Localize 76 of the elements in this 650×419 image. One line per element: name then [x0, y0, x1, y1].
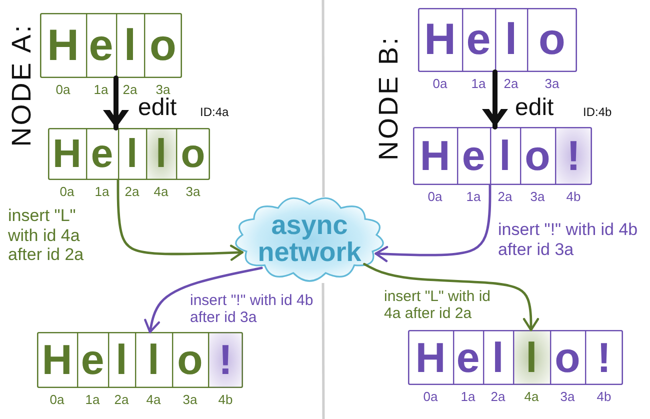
position-id: 0a: [423, 390, 438, 403]
position-id: 3a: [182, 393, 198, 406]
letter-cell: H: [48, 128, 86, 180]
letter-cell: l: [146, 128, 176, 180]
curved-arrow: [144, 266, 263, 334]
position-id: 0a: [428, 190, 442, 203]
letter-cell: e: [86, 13, 116, 78]
letter-array-box: [40, 13, 182, 78]
letter-cell: e: [457, 127, 490, 185]
letter-cell: H: [37, 332, 77, 388]
letter-cell: !: [208, 332, 243, 388]
position-id: 2a: [498, 190, 512, 203]
letter-cell: l: [116, 13, 144, 78]
position-id: 1a: [94, 83, 108, 96]
position-id: 3a: [544, 77, 560, 90]
cloud-label: async network: [256, 212, 362, 266]
letter-cell: o: [550, 330, 585, 385]
position-id: 2a: [504, 77, 518, 90]
position-id: 2a: [124, 185, 140, 198]
letter-cell: !: [555, 127, 592, 185]
curved-arrow: [374, 184, 492, 262]
position-id: 3a: [560, 390, 575, 403]
letter-cell: H: [418, 8, 462, 72]
letter-cell: o: [144, 13, 182, 78]
letter-cell: H: [408, 330, 453, 385]
letter-cell: l: [108, 332, 135, 388]
position-id: 1a: [94, 185, 110, 198]
position-id: 4b: [218, 393, 233, 406]
letter-cell: e: [86, 128, 118, 180]
position-id: 0a: [56, 83, 70, 96]
letter-cell: o: [172, 332, 208, 388]
position-id: 0a: [60, 185, 74, 198]
letter-cell: !: [585, 330, 623, 385]
position-id: 1a: [466, 190, 481, 203]
position-id: 3a: [530, 190, 545, 203]
node-title: NODE B:: [376, 35, 402, 161]
curved-arrow: [363, 262, 540, 332]
position-id: 4b: [596, 390, 612, 403]
letter-cell: l: [118, 128, 146, 180]
letter-array-box: [413, 127, 592, 185]
position-id: 2a: [114, 393, 129, 406]
letter-cell: l: [495, 8, 527, 72]
position-id: 3a: [186, 185, 200, 198]
position-id: 4a: [524, 390, 539, 403]
position-id: 1a: [471, 77, 486, 90]
letter-cell: o: [527, 8, 577, 72]
position-id: 1a: [85, 393, 100, 406]
letter-cell: H: [40, 13, 86, 78]
letter-cell: e: [453, 330, 483, 385]
position-id: 4a: [154, 185, 168, 198]
letter-cell: l: [483, 330, 513, 385]
position-id: 0a: [432, 77, 448, 90]
letter-array-box: [408, 330, 623, 385]
letter-cell: l: [135, 332, 172, 388]
position-id: 1a: [460, 390, 476, 403]
letter-cell: l: [490, 127, 520, 185]
node-title: NODE A:: [8, 23, 36, 147]
letter-array-box: [48, 128, 210, 180]
id-note: ID:4a: [200, 106, 229, 118]
position-id: 2a: [490, 390, 506, 403]
position-id: 4a: [146, 393, 161, 406]
letter-cell: o: [520, 127, 555, 185]
curved-arrow: [116, 178, 244, 261]
letter-cell: l: [513, 330, 550, 385]
position-id: 4b: [566, 190, 581, 203]
letter-cell: e: [462, 8, 495, 72]
network-cloud: [233, 195, 386, 283]
id-note: ID:4b: [583, 106, 612, 118]
letter-cell: H: [413, 127, 457, 185]
letter-array-box: [418, 8, 577, 72]
position-id: 3a: [156, 83, 170, 96]
letter-array-box: [37, 332, 243, 388]
position-id: 0a: [50, 393, 64, 406]
letter-cell: e: [77, 332, 108, 388]
position-id: 2a: [122, 83, 138, 96]
letter-cell: o: [176, 128, 210, 180]
